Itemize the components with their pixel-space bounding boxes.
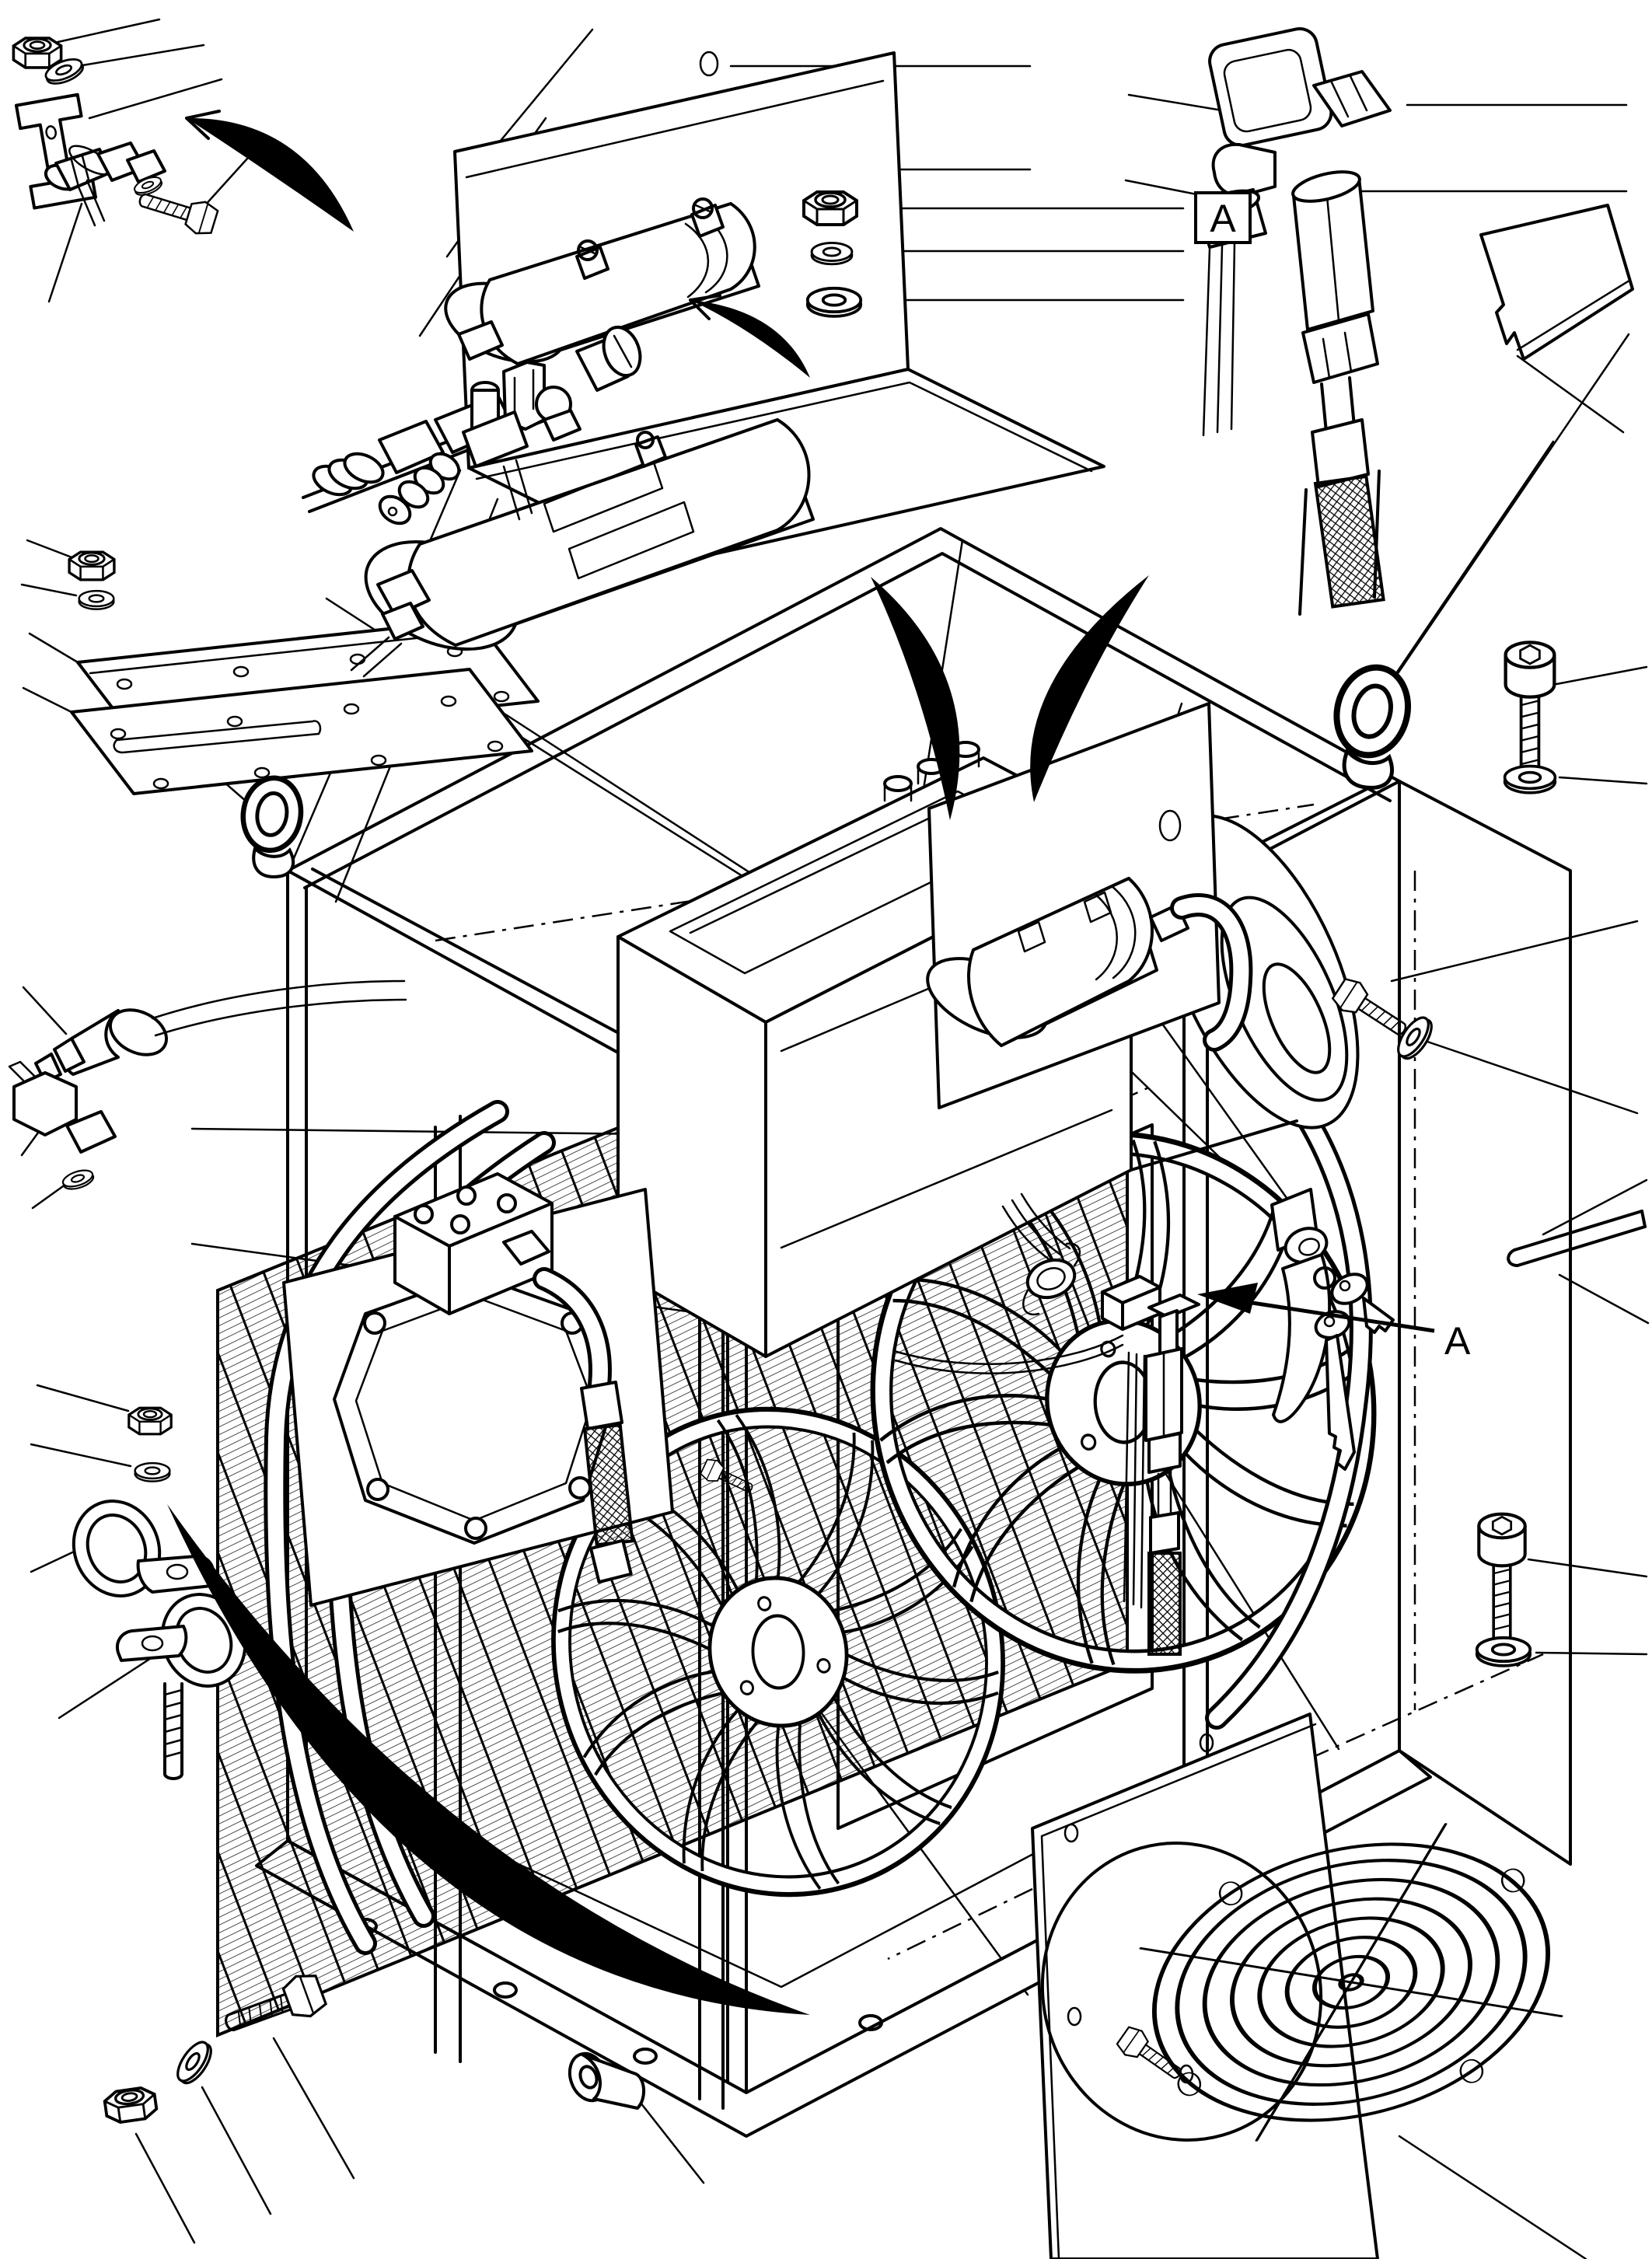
cover-plates bbox=[70, 618, 540, 795]
torn-sheet bbox=[1479, 204, 1634, 361]
mounting-bracket bbox=[14, 93, 97, 210]
washer-bottom-right bbox=[1475, 1636, 1532, 1667]
swoosh-arrows bbox=[167, 110, 1149, 2015]
bolt-washer-nut-bottom-left bbox=[102, 1968, 330, 2126]
pressure-switch bbox=[34, 979, 407, 1084]
detail-fitting-top-right bbox=[1196, 26, 1392, 616]
t-fitting-schrader bbox=[378, 381, 533, 525]
locknut-plates bbox=[68, 550, 116, 581]
compressor-motor-assembly bbox=[616, 702, 1360, 1358]
hose-barb-fitting bbox=[44, 141, 166, 227]
bulkhead-elbow-fitting bbox=[8, 1060, 117, 1193]
washer-plates bbox=[78, 589, 115, 610]
detail-a-box-label: A bbox=[1210, 197, 1236, 240]
washer-top-right bbox=[1503, 764, 1557, 794]
socket-screw-bottom-right bbox=[1479, 1514, 1525, 1643]
trim-strip bbox=[1507, 1210, 1647, 1267]
receiver-drier-upper bbox=[444, 197, 760, 365]
callout-a-arrow: A bbox=[1197, 1283, 1471, 1363]
receiver-drier-lower bbox=[350, 381, 815, 678]
detail-a-arrow-label: A bbox=[1444, 1319, 1471, 1363]
stack-nut-washers bbox=[802, 190, 863, 318]
socket-screw-top-right bbox=[1506, 642, 1555, 777]
service-valve-assembly bbox=[892, 1192, 1200, 1656]
panel-bottom-elbow bbox=[350, 569, 431, 678]
charge-port-fitting bbox=[1123, 1294, 1200, 1656]
hydraulic-motor bbox=[282, 1172, 674, 1607]
fan-left bbox=[551, 1406, 1005, 1898]
receiver-drier-center bbox=[926, 877, 1253, 1052]
callout-a-boxed: A bbox=[1194, 191, 1252, 244]
p-clamps bbox=[72, 1406, 247, 1780]
fan-guard-grille bbox=[1139, 1823, 1563, 2142]
spacer-bushing bbox=[568, 2051, 645, 2110]
lifting-eyebolt-right bbox=[1328, 660, 1417, 788]
top-left-hardware bbox=[12, 37, 221, 239]
